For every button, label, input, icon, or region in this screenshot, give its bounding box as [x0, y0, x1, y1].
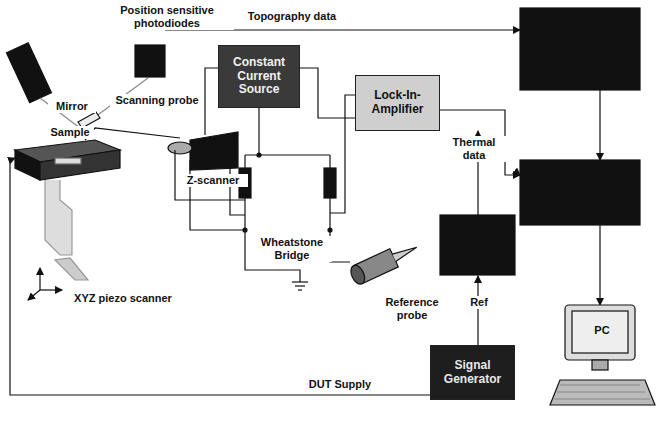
part-label: Z-scanner	[178, 174, 248, 187]
box-text: Lock-In-Amplifier	[360, 89, 435, 117]
photodiode-label: Position sensitive photodiodes	[100, 4, 234, 30]
source-box: Constant Current Source	[218, 45, 300, 108]
generator-box: Signal Generator	[430, 345, 515, 400]
part-label: Scanning probe	[110, 94, 204, 107]
part-label: Mirror	[48, 100, 96, 113]
part-label: Wheatstone Bridge	[252, 236, 332, 262]
signal-label: Thermal data	[442, 136, 506, 162]
screen-label: PC	[585, 324, 619, 337]
amplifier-box: Lock-In-Amplifier	[355, 75, 440, 131]
signal-label: Topography data	[240, 10, 344, 23]
box-text: Constant Current Source	[223, 56, 295, 97]
signal-label: Ref	[462, 296, 496, 309]
signal-label: DUT Supply	[300, 378, 380, 391]
part-label: Sample	[46, 126, 94, 139]
part-label: Reference probe	[380, 296, 444, 322]
box-text: Signal Generator	[435, 359, 510, 387]
axis-label: XYZ piezo scanner	[66, 292, 180, 305]
